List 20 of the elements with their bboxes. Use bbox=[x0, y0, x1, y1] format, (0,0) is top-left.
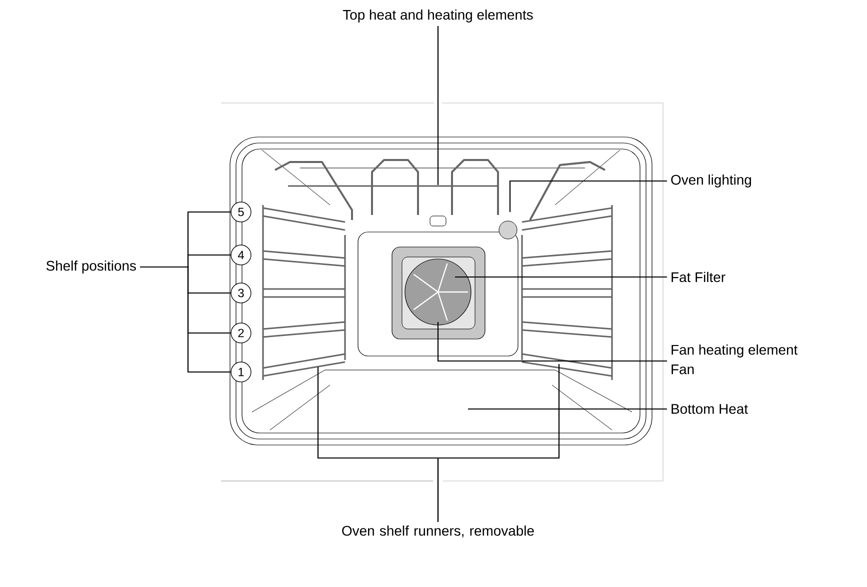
part-label: Oven shelf runners, removable bbox=[342, 526, 534, 538]
leader-line bbox=[437, 322, 667, 362]
part-label: Fat Filter bbox=[672, 272, 726, 282]
part-label: Fan heating element bbox=[672, 344, 798, 358]
part-label: Oven lighting bbox=[671, 174, 751, 188]
callout-number: 4 bbox=[230, 244, 252, 266]
callout-number: 5 bbox=[230, 202, 252, 222]
part-label: Top heat and heating elements bbox=[342, 10, 533, 22]
leader-line bbox=[437, 364, 560, 522]
callout-number: 1 bbox=[230, 362, 252, 382]
leader-line bbox=[468, 408, 667, 410]
callout-number: 3 bbox=[230, 282, 252, 304]
callout-number: 2 bbox=[230, 322, 252, 344]
part-label: Shelf positions bbox=[46, 260, 136, 274]
leader-line bbox=[455, 276, 667, 278]
part-label: Bottom Heat bbox=[672, 404, 748, 414]
leader-line bbox=[509, 180, 667, 212]
leader-line bbox=[140, 266, 231, 373]
part-label: Fan bbox=[672, 364, 694, 374]
leader-line bbox=[437, 26, 439, 185]
